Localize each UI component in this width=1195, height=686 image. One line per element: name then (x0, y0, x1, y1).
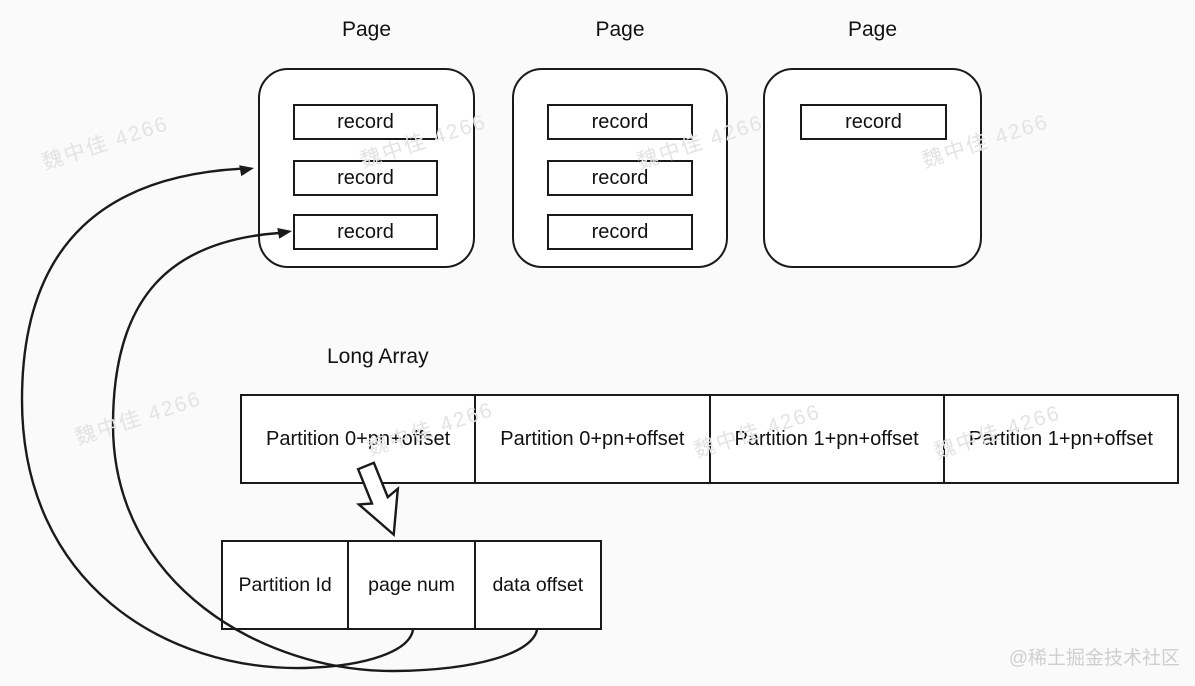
page-2-record-1: record (547, 104, 693, 140)
page-1-record-2: record (293, 160, 438, 196)
page-2-title: Page (595, 18, 645, 41)
long-array-cell-4: Partition 1+pn+offset (942, 396, 1177, 482)
long-array-title: Long Array (327, 345, 429, 368)
community-credit: @稀土掘金技术社区 (1008, 648, 1180, 669)
page-2-record-2: record (547, 160, 693, 196)
record-struct-box: Partition Id page num data offset (221, 540, 602, 630)
page-2-record-3: record (547, 214, 693, 250)
arrowhead-page-icon (239, 165, 254, 177)
long-array-box: Partition 0+pn+offset Partition 0+pn+off… (240, 394, 1179, 484)
page-1-record-3: record (293, 214, 438, 250)
page-1-record-1: record (293, 104, 438, 140)
watermark-text: 魏中佳 4266 (72, 387, 205, 450)
record-struct-cell-partition-id: Partition Id (238, 573, 332, 596)
page-1-title: Page (341, 18, 392, 41)
watermark-text: 魏中佳 4266 (39, 112, 172, 175)
page-3-title: Page (847, 18, 898, 41)
long-array-cell-1: Partition 0+pn+offset (266, 427, 451, 450)
page-3-box (763, 68, 982, 268)
record-struct-cell-page-num: page num (347, 542, 473, 628)
page-3-record-1: record (800, 104, 947, 140)
record-struct-cell-data-offset: data offset (473, 542, 600, 628)
long-array-cell-3: Partition 1+pn+offset (708, 396, 943, 482)
long-array-cell-2: Partition 0+pn+offset (474, 396, 708, 482)
